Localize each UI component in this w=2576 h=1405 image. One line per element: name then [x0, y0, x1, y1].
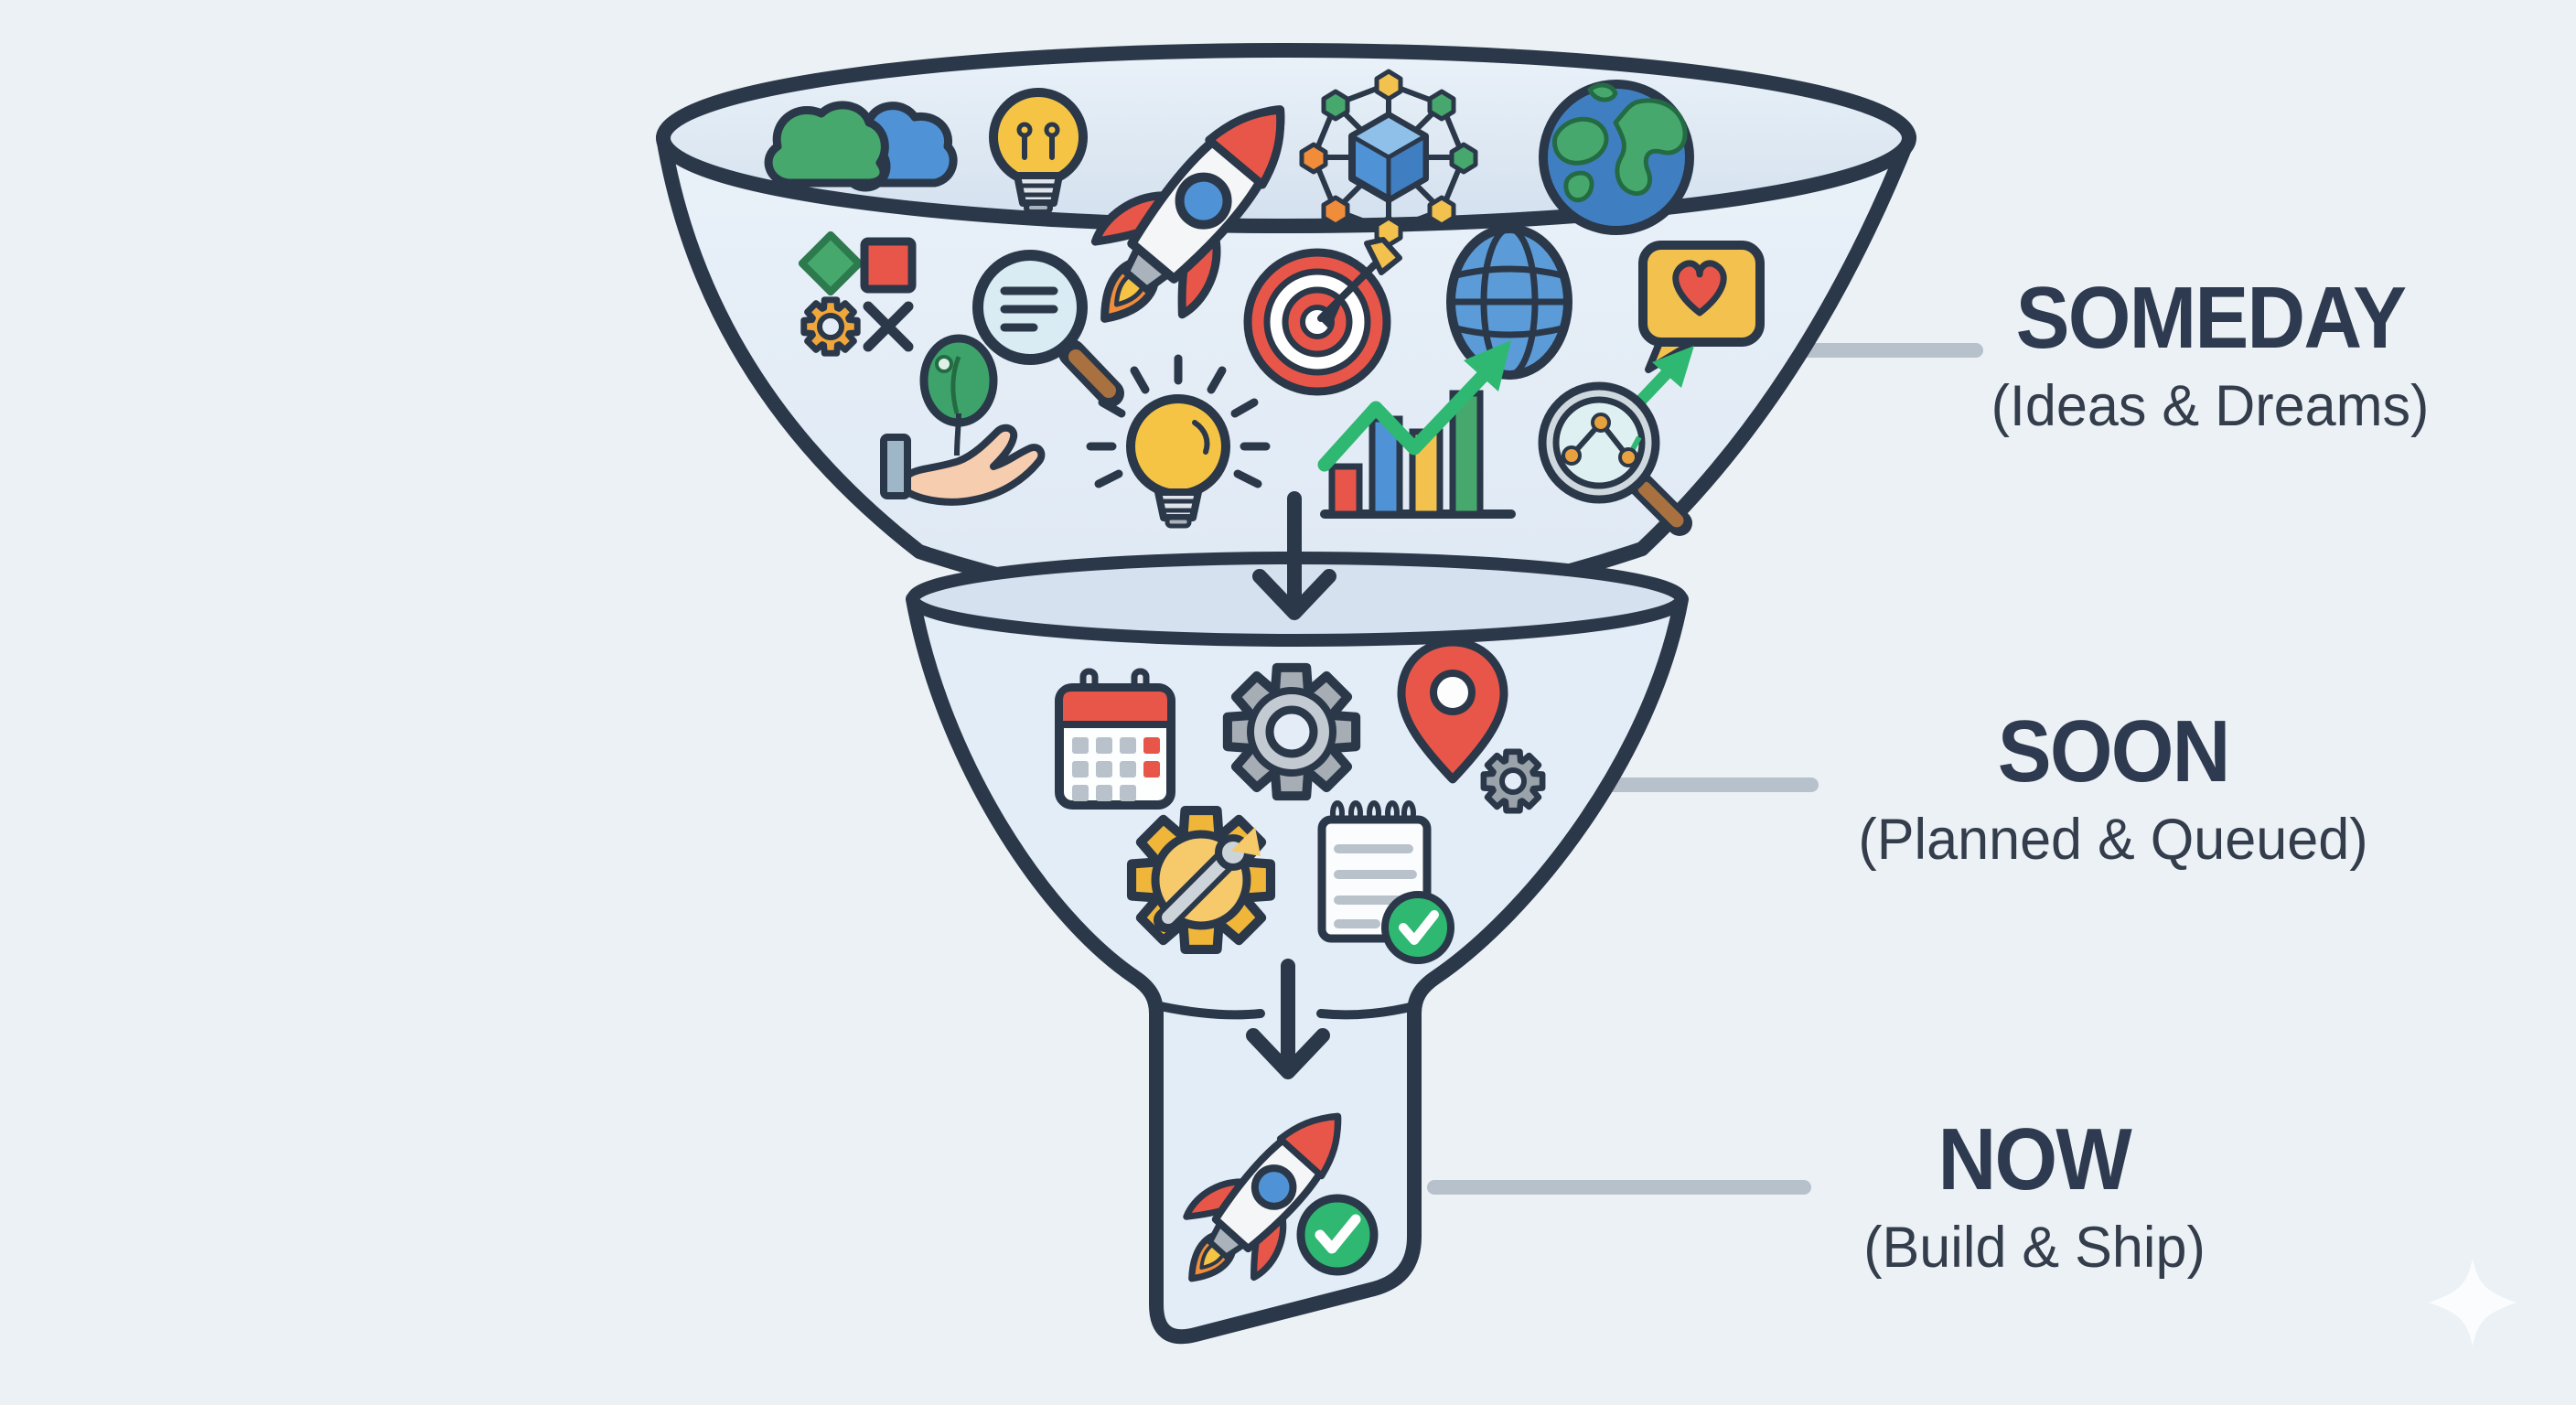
- spout-throat-line-left: [1155, 1002, 1265, 1020]
- wrench-gear-icon: [1132, 810, 1271, 949]
- stage-title-now: NOW: [1937, 1110, 2132, 1208]
- hand-plant-icon: [880, 334, 1046, 506]
- diamond-shape-icon: [798, 231, 864, 296]
- approved-check-icon: [1296, 1194, 1379, 1276]
- square-shape-icon: [860, 237, 917, 294]
- cloud-icon: [764, 101, 958, 192]
- location-pin-gear-icon: [1397, 638, 1542, 810]
- x-mark-icon: [863, 301, 914, 352]
- stage-label-someday: SOMEDAY (Ideas & Dreams): [1984, 269, 2436, 443]
- gear-icon: [1228, 668, 1356, 796]
- stage-subtitle-now: (Build & Ship): [1863, 1215, 2206, 1280]
- stage-title-soon: SOON: [1997, 702, 2231, 800]
- calendar-icon: [1055, 668, 1175, 810]
- shapes-set-icon: [798, 231, 917, 353]
- sparkle-watermark-icon: [2429, 1259, 2517, 1346]
- growth-chart-icon: [1317, 340, 1516, 519]
- stage-label-soon: SOON (Planned & Queued): [1851, 702, 2376, 876]
- globe-grid-icon: [1446, 224, 1572, 380]
- stage-subtitle-someday: (Ideas & Dreams): [1991, 373, 2430, 438]
- soon-icons: [1055, 638, 1542, 964]
- idea-bulb-icon: [1086, 354, 1271, 529]
- network-cube-icon: [1299, 69, 1478, 248]
- stage-subtitle-soon: (Planned & Queued): [1858, 807, 2368, 872]
- flow-arrow-soon-to-now: [1246, 959, 1330, 1079]
- now-icons: [1155, 1084, 1379, 1311]
- lightbulb-icon: [989, 88, 1088, 215]
- target-icon: [1243, 237, 1402, 396]
- someday-icons: [764, 69, 1765, 536]
- stage-title-someday: SOMEDAY: [2015, 269, 2406, 367]
- spout-throat-line-right: [1316, 1002, 1419, 1020]
- flow-arrows: [1246, 491, 1336, 1079]
- earth-icon: [1539, 80, 1694, 235]
- analytics-magnifier-icon: [1538, 346, 1694, 536]
- checklist-icon: [1317, 800, 1454, 964]
- small-gear-icon: [804, 300, 857, 353]
- stage-label-now: NOW (Build & Ship): [1858, 1110, 2210, 1284]
- search-document-icon: [972, 250, 1124, 407]
- flow-arrow-someday-to-soon: [1252, 491, 1336, 620]
